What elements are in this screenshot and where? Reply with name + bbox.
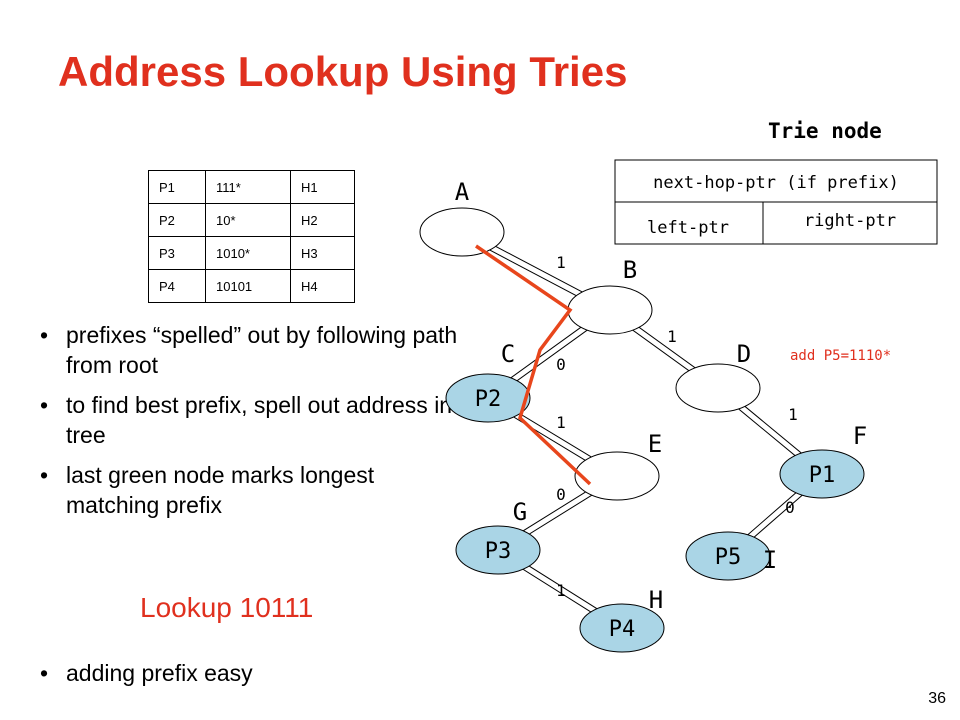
edge-bit-label: 1 (788, 405, 798, 424)
legend-left-ptr: left-ptr (647, 218, 729, 238)
edge-bit-label: 1 (556, 581, 566, 600)
table-row: P2 10* H2 (148, 203, 355, 237)
trie-node-h (579, 603, 665, 653)
trie-labels: A B P2 C D E P1 F P3G P4 H P5 I (455, 178, 867, 642)
edge-bit-label: 0 (556, 485, 566, 504)
edge-bit-label: 0 (556, 355, 566, 374)
node-letter-label: E (648, 430, 662, 458)
trie-node-d (675, 363, 761, 413)
node-letter-label: F (853, 422, 867, 450)
prefix-table: P1 111* H1 P2 10* H2 P3 1010* H3 P4 1010… (148, 170, 355, 303)
node-letter-label: B (623, 256, 637, 284)
node-prefix-label: P1 (809, 463, 836, 488)
node-letter-label: D (737, 340, 751, 368)
bullet-item: last green node marks longest matching p… (40, 460, 460, 520)
trie-node-e (574, 451, 660, 501)
table-cell: P4 (148, 269, 206, 303)
node-letter-label: I (763, 546, 777, 574)
edge-bit-label: 1 (667, 327, 677, 346)
bullet-item: prefixes “spelled” out by following path… (40, 320, 460, 380)
table-row: P3 1010* H3 (148, 236, 355, 270)
edge-bit-label: 1 (556, 253, 566, 272)
trie-node-f (779, 449, 865, 499)
trie-nodes (419, 207, 865, 653)
lookup-label: Lookup 10111 (140, 592, 314, 623)
table-cell: H1 (290, 170, 355, 204)
bullet-item: adding prefix easy (40, 660, 253, 687)
table-cell: 111* (205, 170, 291, 204)
trie-node-c (445, 373, 531, 423)
trie-node-g (455, 525, 541, 575)
legend-right-ptr: right-ptr (804, 211, 896, 231)
table-cell: 10101 (205, 269, 291, 303)
trie-node-heading: Trie node (768, 119, 882, 143)
node-letter-label: A (455, 178, 470, 206)
slide-title: Address Lookup Using Tries (58, 48, 628, 95)
lookup-path (475, 244, 592, 486)
table-cell: H3 (290, 236, 355, 270)
node-letter-label: H (649, 586, 663, 614)
trie-node-legend: next-hop-ptr (if prefix) left-ptr right-… (614, 159, 938, 245)
trie-node-b (567, 285, 653, 335)
table-cell: P3 (148, 236, 206, 270)
table-cell: H2 (290, 203, 355, 237)
edge-bit-label: 0 (785, 498, 795, 517)
node-letter-label: G (513, 498, 527, 526)
table-row: P4 10101 H4 (148, 269, 355, 303)
legend-next-hop: next-hop-ptr (if prefix) (653, 173, 899, 193)
page-number: 36 (928, 690, 946, 707)
node-prefix-label: P2 (475, 387, 502, 412)
edge-bit-label: 1 (556, 413, 566, 432)
table-cell: 10* (205, 203, 291, 237)
table-row: P1 111* H1 (148, 170, 355, 204)
bullet-item: to find best prefix, spell out address i… (40, 390, 460, 450)
trie-node-a (419, 207, 505, 257)
bullet-list: prefixes “spelled” out by following path… (40, 320, 460, 530)
table-cell: H4 (290, 269, 355, 303)
node-letter-label: C (501, 340, 515, 368)
node-prefix-label: P4 (609, 617, 636, 642)
trie-node-i (685, 531, 771, 581)
node-prefix-label: P5 (715, 545, 742, 570)
table-cell: P1 (148, 170, 206, 204)
node-prefix-label: P3 (485, 539, 512, 564)
add-prefix-annotation: add P5=1110* (790, 348, 891, 364)
